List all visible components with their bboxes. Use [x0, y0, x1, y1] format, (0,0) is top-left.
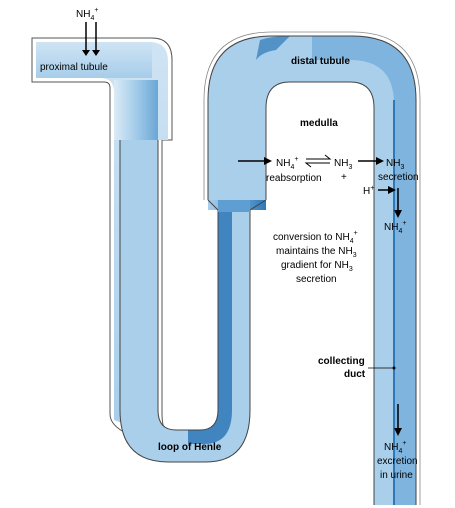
nh3-middle-label: NH3: [334, 158, 352, 171]
medulla-label: medulla: [300, 118, 338, 129]
loop-of-henle-shape: [119, 140, 251, 463]
conversion-line-3: gradient for NH3: [281, 260, 353, 273]
nh4-entry-label: NH4+: [76, 7, 98, 22]
equilibrium-arrows: [304, 154, 332, 168]
collecting-label-1: collecting: [318, 356, 365, 367]
distal-tubule-label: distal tubule: [291, 56, 350, 67]
nh4-reabsorption-label: NH4+: [276, 156, 298, 171]
excretion-label-1: excretion: [377, 456, 418, 467]
collecting-duct-leader-dot: [392, 366, 396, 370]
h-plus-label: H+: [363, 185, 374, 197]
proximal-tubule-label: proximal tubule: [40, 62, 108, 73]
conversion-note: conversion to NH4+ maintains the NH3 gra…: [273, 230, 358, 285]
collecting-label-2: duct: [344, 369, 366, 380]
conversion-line-2: maintains the NH3: [276, 246, 357, 259]
arrows: [82, 22, 402, 436]
secretion-label: secretion: [378, 172, 419, 183]
reabsorption-label: reabsorption: [266, 173, 322, 184]
nh3-secretion-label: NH3: [386, 158, 404, 171]
excretion-label-2: in urine: [380, 470, 413, 481]
conversion-line-4: secretion: [296, 274, 337, 285]
conversion-line-1: conversion to NH4+: [273, 230, 358, 245]
nh4-lumen-label: NH4+: [384, 220, 406, 235]
nh4-excretion-label: NH4+: [384, 440, 406, 455]
distal-tubule-shape: [203, 31, 421, 505]
plus-label: +: [341, 172, 347, 183]
loop-of-henle-label: loop of Henle: [158, 442, 222, 453]
